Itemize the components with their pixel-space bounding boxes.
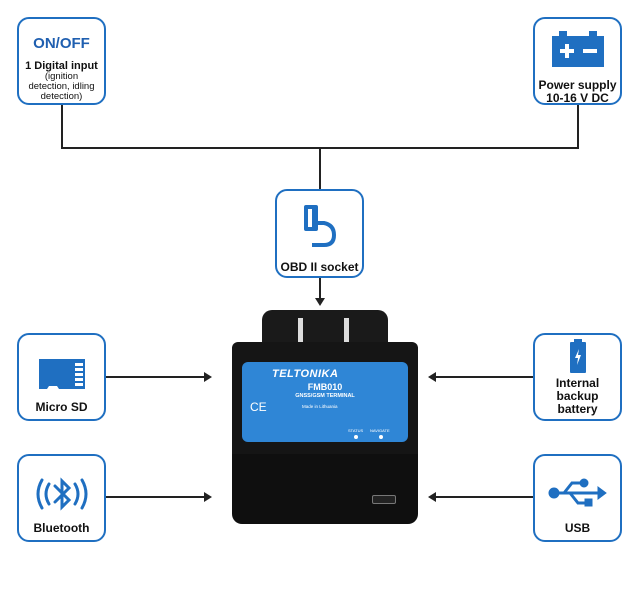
brand-logo: TELTONIKA bbox=[272, 368, 339, 380]
battery-charge-icon bbox=[569, 339, 586, 373]
bluetooth-label: Bluetooth bbox=[33, 521, 90, 535]
connector-bluetooth bbox=[106, 496, 206, 498]
micro-usb-port bbox=[372, 495, 396, 504]
connector-microsd bbox=[106, 376, 206, 378]
arrow-right-bluetooth bbox=[204, 492, 212, 502]
made-in: Made in Lithuania bbox=[302, 404, 338, 409]
onoff-detail-3: detection) bbox=[40, 91, 83, 102]
connector-usb bbox=[436, 496, 533, 498]
arrow-left-usb bbox=[428, 492, 436, 502]
battery-line-3: battery bbox=[557, 402, 598, 416]
usb-label: USB bbox=[564, 521, 591, 535]
status-led bbox=[354, 435, 358, 439]
onoff-detail-2: detection, idling bbox=[28, 81, 95, 92]
arrow-left-battery bbox=[428, 372, 436, 382]
battery-line-2: backup bbox=[556, 389, 599, 403]
connector-to-obd bbox=[319, 147, 321, 190]
connector-onoff-vertical bbox=[61, 105, 63, 148]
ce-mark: CE bbox=[250, 400, 267, 414]
power-supply-line-1: Power supply bbox=[538, 78, 617, 92]
status-led-label: STATUS bbox=[348, 428, 364, 433]
micro-sd-label: Micro SD bbox=[35, 400, 88, 414]
device-label: TELTONIKA FMB010 GNSS/GSM TERMINAL CE Ma… bbox=[242, 362, 408, 442]
onoff-detail-1: (ignition bbox=[44, 71, 79, 82]
onoff-title: ON/OFF bbox=[33, 35, 90, 52]
usb-node: USB bbox=[533, 454, 622, 542]
micro-sd-node: Micro SD bbox=[17, 333, 106, 421]
connector-battery bbox=[436, 376, 533, 378]
power-supply-line-2: 10-16 V DC bbox=[546, 91, 609, 105]
battery-line-1: Internal bbox=[555, 376, 600, 390]
power-supply-node: Power supply 10-16 V DC bbox=[533, 17, 622, 105]
obd-connector-icon bbox=[302, 203, 338, 249]
device-model: FMB010 bbox=[307, 382, 343, 392]
plug-slot-1 bbox=[298, 318, 303, 346]
navigate-led-label: NAVIGATE bbox=[370, 428, 390, 433]
connector-power-vertical bbox=[577, 105, 579, 148]
usb-icon bbox=[548, 478, 608, 508]
obd-socket-node: OBD II socket bbox=[275, 189, 364, 278]
micro-sd-icon bbox=[37, 357, 87, 391]
onoff-subtitle: 1 Digital input bbox=[25, 60, 98, 72]
onoff-node: ON/OFF 1 Digital input (ignition detecti… bbox=[17, 17, 106, 105]
connector-obd-to-device bbox=[319, 278, 321, 300]
bluetooth-icon bbox=[30, 474, 94, 514]
device-front bbox=[232, 454, 418, 524]
arrow-right-microsd bbox=[204, 372, 212, 382]
fmb010-device: TELTONIKA FMB010 GNSS/GSM TERMINAL CE Ma… bbox=[232, 310, 418, 525]
arrow-down bbox=[315, 298, 325, 306]
bluetooth-node: Bluetooth bbox=[17, 454, 106, 542]
plug-slot-2 bbox=[344, 318, 349, 346]
backup-battery-node: Internal backup battery bbox=[533, 333, 622, 421]
navigate-led bbox=[379, 435, 383, 439]
obd-socket-label: OBD II socket bbox=[280, 260, 359, 274]
car-battery-icon bbox=[551, 29, 604, 69]
device-type: GNSS/GSM TERMINAL bbox=[295, 393, 355, 399]
